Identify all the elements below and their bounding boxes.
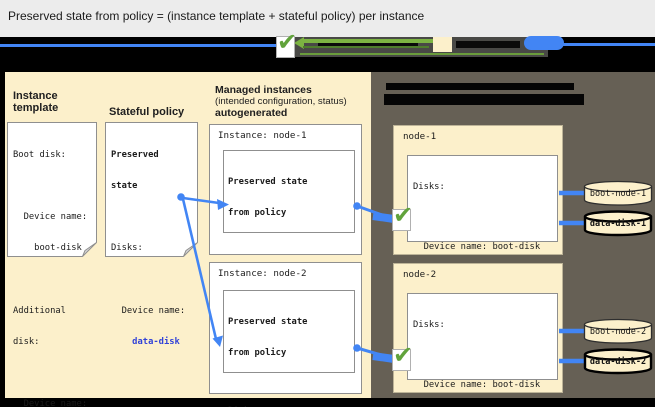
- doc-line: Boot disk:: [13, 149, 66, 160]
- legend-scribble-2: [456, 41, 520, 48]
- disk-cylinder-data-disk-1: data-disk-1: [583, 210, 653, 237]
- disks-label: Disks:: [413, 181, 445, 192]
- doc-line: Disks:: [111, 243, 143, 254]
- disk-cylinder-boot-node-1: boot-node-1: [583, 180, 653, 207]
- check-icon: ✔: [393, 341, 414, 369]
- legend-blue-pill: [524, 36, 564, 50]
- cylinder-icon: [583, 210, 653, 237]
- zone-heading-bar-2: [384, 94, 584, 105]
- disk-cylinder-data-disk-2: data-disk-2: [583, 348, 653, 375]
- doc-line: Device name:: [13, 212, 88, 223]
- doc-line: Preserved: [111, 149, 159, 160]
- legend-green-line-thin: [303, 46, 429, 48]
- doc-line: [13, 275, 96, 285]
- legend-cream-square: [433, 37, 452, 52]
- vm-title: node-2: [403, 269, 437, 280]
- preserved-state-box: Preserved state from policy Disks: Devic…: [223, 290, 355, 407]
- title-bar: Preserved state from policy = (instance …: [0, 0, 655, 37]
- vm-node-1: node-1 Disks: Device name: boot-disk Dis…: [393, 125, 563, 374]
- legend-checkbox: ✔: [276, 28, 297, 58]
- preserved-state-box: Preserved state from policy Disks: Devic…: [223, 150, 355, 338]
- device-name-row: Device name: boot-disk: [413, 379, 541, 390]
- legend-green-line-thick: [304, 39, 433, 43]
- disk-label: data-disk-1: [589, 219, 647, 229]
- zone-heading-bar-1: [386, 83, 574, 90]
- instance-template-doc: Boot disk: Device name: boot-disk Additi…: [7, 122, 97, 407]
- managed-heading-line1: Managed instances: [215, 84, 312, 96]
- legend-scribble-1: [318, 42, 418, 47]
- doc-line: disk:: [13, 337, 40, 348]
- managed-instance-title: Instance: node-1: [218, 130, 307, 141]
- managed-heading-line3: autogenerated: [215, 107, 288, 119]
- check-icon: ✔: [393, 201, 414, 229]
- disk-label: data-disk-2: [589, 357, 647, 367]
- managed-instance-title: Instance: node-2: [218, 268, 307, 279]
- legend-blue-line-right: [561, 43, 655, 46]
- legend-green-underline: [300, 53, 544, 55]
- cylinder-icon: [583, 348, 653, 375]
- managed-instance-node-1: Instance: node-1 Preserved state from po…: [209, 124, 362, 338]
- page-title: Preserved state from policy = (instance …: [8, 9, 425, 23]
- intended-config-panel: Instance template Boot disk: Device name…: [5, 72, 371, 407]
- disks-label: Disks:: [413, 319, 445, 330]
- legend-green-arrowhead-icon: [294, 37, 304, 49]
- doc-line: Additional: [13, 305, 66, 316]
- doc-line: [111, 212, 197, 222]
- pstate-line: from policy: [228, 208, 287, 219]
- instance-template-heading: Instance template: [13, 90, 59, 114]
- doc-line: Device name:: [111, 305, 186, 316]
- vm-disks-box: Disks: Device name: boot-disk Disk name:…: [407, 293, 558, 390]
- vm-title: node-1: [403, 131, 437, 142]
- doc-line: [111, 275, 197, 285]
- doc-line-data-disk: data-disk: [111, 337, 180, 348]
- legend-strip: ✔: [0, 28, 655, 72]
- match-checkbox-node-1: ✔: [392, 201, 413, 231]
- doc-line: boot-disk: [13, 243, 82, 254]
- stateful-policy-doc: Preserved state Disks: Device name: data…: [105, 122, 198, 347]
- disk-cylinder-boot-node-2: boot-node-2: [583, 318, 653, 345]
- doc-line: [13, 368, 96, 378]
- pstate-line: from policy: [228, 348, 287, 359]
- doc-line: Device name:: [13, 399, 88, 407]
- page-fold-icon: [82, 242, 97, 257]
- vm-node-2: node-2 Disks: Device name: boot-disk Dis…: [393, 263, 563, 393]
- legend-blue-line-left: [0, 44, 278, 47]
- page-fold-icon: [183, 242, 198, 257]
- vm-disks-box: Disks: Device name: boot-disk Disk name:…: [407, 155, 558, 374]
- managed-instances-heading: Managed instances (intended configuratio…: [215, 84, 371, 119]
- stateful-policy-heading: Stateful policy: [109, 106, 185, 118]
- device-name-row: Device name: boot-disk: [413, 241, 541, 252]
- cylinder-icon: [583, 318, 653, 344]
- pstate-line: Preserved state: [228, 176, 308, 187]
- managed-instance-node-2: Instance: node-2 Preserved state from po…: [209, 262, 362, 407]
- doc-line: [13, 181, 96, 191]
- check-icon: ✔: [277, 28, 298, 56]
- cylinder-icon: [583, 180, 653, 206]
- managed-heading-line2: (intended configuration, status): [215, 96, 347, 107]
- disk-label: boot-node-1: [589, 189, 647, 199]
- match-checkbox-node-2: ✔: [392, 341, 413, 371]
- pstate-line: Preserved state: [228, 316, 308, 327]
- disk-label: boot-node-2: [589, 327, 647, 337]
- doc-line: state: [111, 181, 138, 192]
- zone-panel: node-1 Disks: Device name: boot-disk Dis…: [371, 72, 655, 398]
